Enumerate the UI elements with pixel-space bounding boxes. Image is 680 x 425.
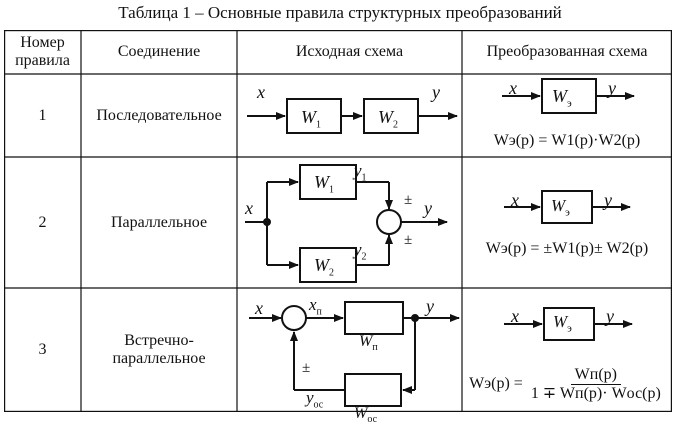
feedback-yoc-label: yос [306,388,324,411]
transfer-formula: Wэ(p) = ±W1(p)± W2(p) [485,240,649,257]
feedback-source-diagram [249,301,460,407]
equivalent-block-label: Wэ [552,86,572,110]
table-border [4,30,672,412]
error-xp-label: xп [309,295,322,318]
rule-number: 2 [38,213,47,231]
header-connection: Соединение [117,43,201,60]
series-source-diagram [247,98,458,134]
formula-denominator: 1 ∓ Wп(p)· Wос(p) [530,384,661,402]
forward-block-label: Wп [359,333,378,354]
equivalent-block-label: Wэ [551,196,570,219]
rule-number: 1 [38,106,47,124]
input-x-label: x [255,298,263,318]
connection-type: Параллельное [110,213,208,231]
block-w2-label: W2 [378,107,398,131]
feedback-transformed-diagram [504,307,633,341]
transfer-formula: Wэ(p) = Wп(p) 1 ∓ Wп(p)· Wос(p) [462,360,672,408]
feedback-sign: ± [302,360,311,376]
parallel-source-diagram [245,164,448,283]
block-w2-label: W2 [314,255,334,279]
output-y-label: y [608,78,616,98]
formula-numerator: Wп(p) [570,366,621,385]
header-transformed-scheme: Преобразованная схема [486,43,648,60]
table-caption: Таблица 1 – Основные правила структурных… [118,3,562,22]
equivalent-block-label: Wэ [553,312,572,335]
block-w1-label: W1 [301,107,321,131]
transformation-rules-table: Номер правила Соединение Исходная схема … [4,30,672,425]
output-y-label: y [606,306,614,326]
sign-lower: ± [404,232,413,248]
input-x-label: x [511,306,519,326]
output-y-label: y [424,198,432,218]
output-y-label: y [432,82,440,102]
parallel-transformed-diagram [504,190,631,224]
rule-number: 3 [38,341,47,358]
transfer-formula: Wэ(p) = W1(p)·W2(p) [493,132,641,149]
input-x-label: x [511,190,519,210]
block-w1-label: W1 [314,172,334,196]
sign-upper: ± [404,192,413,208]
output-y-label: y [426,296,434,316]
branch-y2-label: y2 [354,240,367,263]
header-rule-number: Номер правила [15,34,70,69]
output-y-label: y [604,190,612,210]
connection-type: Встречно- параллельное [112,332,206,367]
input-x-label: x [509,78,517,98]
header-source-scheme: Исходная схема [295,43,404,60]
input-x-label: x [245,198,253,218]
input-x-label: x [257,82,265,102]
connection-type: Последовательное [96,106,222,124]
series-transformed-diagram [502,78,635,114]
feedback-block-label: Wос [354,405,378,425]
table-grid [4,30,672,412]
branch-y1-label: y1 [354,161,367,184]
